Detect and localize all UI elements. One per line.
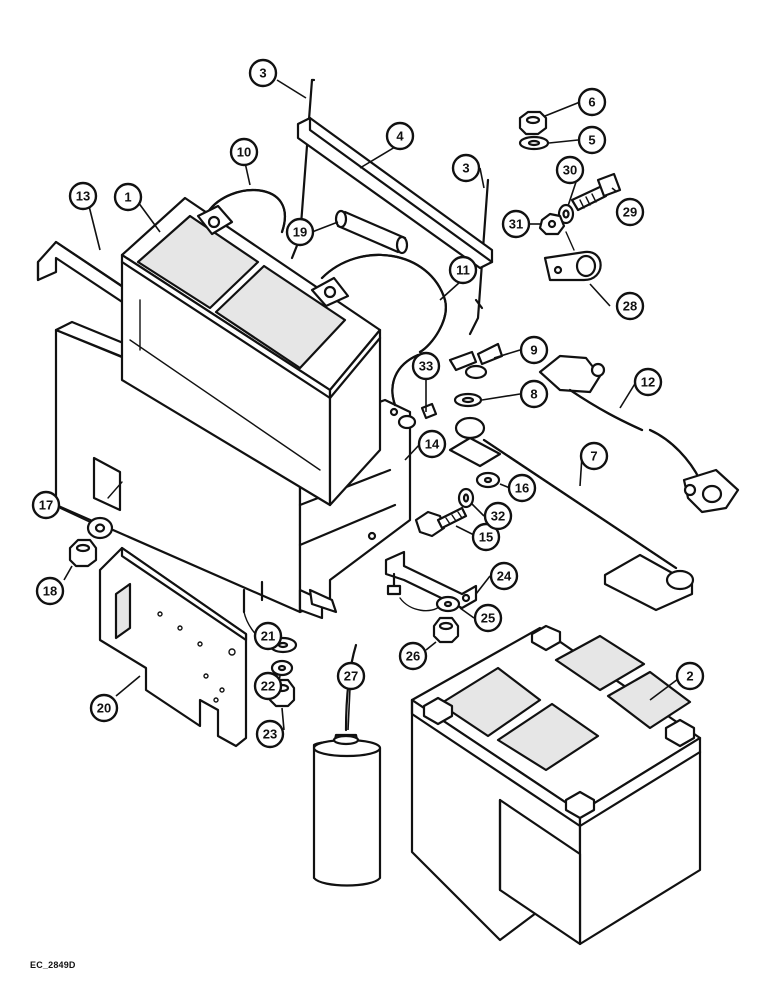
svg-text:18: 18: [43, 584, 57, 599]
svg-text:32: 32: [491, 509, 505, 524]
callout-14: 14: [417, 429, 447, 459]
cable-part: [196, 189, 286, 236]
callout-25: 25: [473, 603, 503, 633]
callout-27: 27: [336, 661, 366, 691]
callout-17: 17: [31, 490, 61, 520]
callout-19: 19: [285, 217, 315, 247]
wing-nut-part: [448, 342, 504, 380]
svg-text:26: 26: [406, 649, 420, 664]
svg-text:16: 16: [515, 481, 529, 496]
callout-5: 5: [577, 125, 607, 155]
sleeve-part: [334, 209, 409, 255]
callout-4: 4: [385, 121, 415, 151]
callout-18: 18: [35, 576, 65, 606]
hold-down-rod-part-b: [448, 416, 695, 612]
filler-bottle-part: [312, 643, 382, 887]
washer-part-c: [435, 595, 461, 613]
svg-text:25: 25: [481, 611, 495, 626]
svg-text:28: 28: [623, 299, 637, 314]
callout-6: 6: [577, 87, 607, 117]
callout-20: 20: [89, 693, 119, 723]
callout-15: 15: [471, 522, 501, 552]
svg-text:13: 13: [76, 189, 90, 204]
svg-text:8: 8: [530, 387, 537, 402]
svg-text:20: 20: [97, 701, 111, 716]
svg-text:10: 10: [237, 145, 251, 160]
callout-10: 10: [229, 137, 259, 167]
callout-30: 30: [555, 155, 585, 185]
battery-tray-part: [54, 320, 412, 620]
callout-1: 1: [113, 182, 143, 212]
nut-part-c: [432, 616, 460, 644]
svg-text:14: 14: [425, 437, 440, 452]
svg-text:7: 7: [590, 449, 597, 464]
svg-text:2: 2: [686, 669, 693, 684]
svg-text:23: 23: [263, 727, 277, 742]
svg-text:21: 21: [261, 629, 275, 644]
callout-32: 32: [483, 501, 513, 531]
callout-31: 31: [501, 209, 531, 239]
bolt-part-b: [414, 506, 468, 538]
svg-text:31: 31: [509, 217, 523, 232]
washer-part: [518, 135, 550, 151]
callout-33: 33: [411, 351, 441, 381]
callout-24: 24: [489, 561, 519, 591]
svg-text:4: 4: [396, 129, 404, 144]
washer-part-d: [86, 481, 123, 540]
callout-2: 2: [675, 661, 705, 691]
figure-code: EC_2849D: [30, 960, 76, 970]
washer-part-b: [475, 471, 501, 489]
callout-22: 22: [253, 671, 283, 701]
svg-text:19: 19: [293, 225, 307, 240]
bracket-part: [384, 550, 478, 612]
svg-text:3: 3: [462, 161, 469, 176]
svg-text:9: 9: [530, 343, 537, 358]
callout-9: 9: [519, 335, 549, 365]
svg-text:3: 3: [259, 66, 266, 81]
callout-3: 3: [451, 153, 481, 183]
callout-11: 11: [448, 255, 478, 285]
nut-part-b: [538, 212, 566, 236]
callout-3: 3: [248, 58, 278, 88]
callout-21: 21: [253, 621, 283, 651]
cable-part-b: [310, 253, 447, 354]
callout-8: 8: [519, 379, 549, 409]
svg-text:6: 6: [588, 95, 595, 110]
svg-text:17: 17: [39, 498, 53, 513]
cable-part-c: [538, 354, 740, 514]
svg-text:22: 22: [261, 679, 275, 694]
svg-text:30: 30: [563, 163, 577, 178]
callout-26: 26: [398, 641, 428, 671]
svg-text:29: 29: [623, 205, 637, 220]
clamp-bar-part: [296, 116, 494, 270]
callout-7: 7: [579, 441, 609, 471]
nut-part-d: [68, 538, 98, 568]
mounting-plate-part: [98, 546, 269, 748]
lock-washer-part-c: [270, 659, 294, 677]
nut-part: [518, 110, 548, 136]
battery-part-b: [410, 624, 702, 946]
lock-washer-part: [557, 203, 575, 225]
svg-text:27: 27: [344, 669, 358, 684]
svg-text:5: 5: [588, 133, 595, 148]
callout-16: 16: [507, 473, 537, 503]
callout-13: 13: [68, 181, 98, 211]
callout-23: 23: [255, 719, 285, 749]
svg-text:24: 24: [497, 569, 512, 584]
flat-washer-part: [453, 392, 483, 408]
svg-text:11: 11: [456, 263, 470, 278]
callout-28: 28: [615, 291, 645, 321]
lock-washer-part-b: [457, 487, 475, 509]
callout-12: 12: [633, 367, 663, 397]
svg-text:15: 15: [479, 530, 493, 545]
svg-text:33: 33: [419, 359, 433, 374]
bolt-part: [570, 172, 622, 212]
callout-29: 29: [615, 197, 645, 227]
clip-part: [543, 231, 602, 282]
svg-text:12: 12: [641, 375, 655, 390]
battery-part: [120, 196, 382, 507]
svg-text:1: 1: [124, 190, 131, 205]
